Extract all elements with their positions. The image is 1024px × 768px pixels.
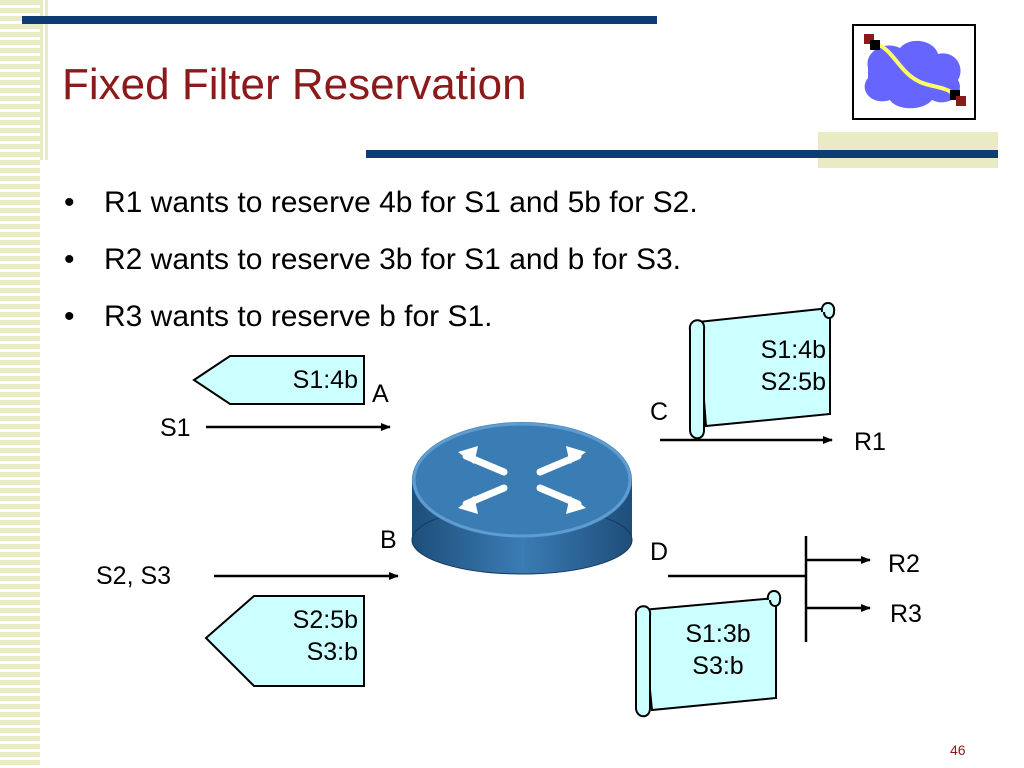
slide-title: Fixed Filter Reservation [62, 60, 527, 109]
receiver-r3: R3 [890, 600, 922, 628]
scroll-d-line2: S3:b [692, 652, 744, 680]
bullet-list: R1 wants to reserve 4b for S1 and 5b for… [60, 178, 698, 349]
page-number: 46 [950, 742, 966, 758]
left-stripe-decoration [0, 0, 40, 768]
receiver-r2: R2 [888, 550, 920, 578]
port-a-label: A [372, 380, 389, 408]
reservation-flag-icon [192, 355, 365, 405]
scroll-note-icon [634, 590, 782, 718]
top-accent-bar [22, 16, 657, 24]
bullet-item: R3 wants to reserve b for S1. [60, 292, 698, 349]
sender-s1: S1 [160, 414, 191, 442]
scroll-c-line2: S2:5b [760, 368, 826, 396]
sender-s2-s3: S2, S3 [96, 562, 172, 590]
flag-b-line2: S3:b [306, 638, 358, 666]
left-stripe-accent [40, 0, 50, 160]
receiver-r1: R1 [854, 428, 886, 456]
reservation-flag-icon [204, 595, 365, 687]
scroll-note-icon [688, 302, 836, 440]
port-c-label: C [650, 398, 669, 426]
scroll-c-line1: S1:4b [760, 336, 826, 364]
port-b-label: B [380, 526, 397, 554]
title-underline-bar [366, 150, 998, 158]
network-cloud-icon [852, 24, 976, 120]
flag-b-line1: S2:5b [292, 606, 358, 634]
port-d-label: D [650, 538, 669, 566]
scroll-d-line1: S1:3b [685, 620, 751, 648]
bullet-item: R1 wants to reserve 4b for S1 and 5b for… [60, 178, 698, 235]
router-icon [411, 422, 633, 575]
flag-a-text: S1:4b [292, 366, 358, 394]
bullet-item: R2 wants to reserve 3b for S1 and b for … [60, 235, 698, 292]
